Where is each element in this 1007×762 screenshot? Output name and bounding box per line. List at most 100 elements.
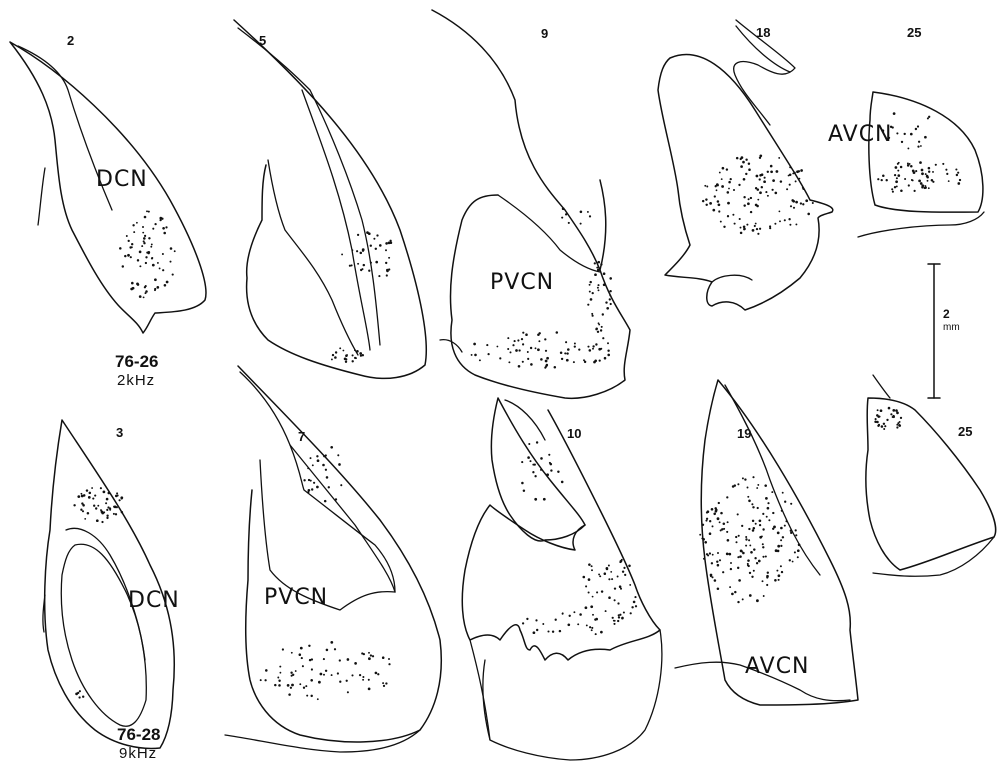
labeled-neuron-dot — [791, 199, 794, 202]
labeled-neuron-dot — [310, 695, 312, 697]
labeled-neuron-dot — [362, 676, 364, 678]
labeled-neuron-dot — [378, 275, 380, 277]
labeled-neuron-dot — [131, 243, 133, 245]
labeled-neuron-dot — [589, 281, 591, 283]
labeled-neuron-dot — [749, 572, 751, 574]
labeled-neuron-dot — [884, 425, 886, 427]
labeled-neuron-dot — [308, 489, 311, 492]
labeled-neuron-dot — [325, 454, 327, 456]
labeled-neuron-dot — [812, 202, 814, 204]
labeled-neuron-dot — [762, 556, 764, 558]
labeled-neuron-dot — [359, 674, 361, 676]
labeled-neuron-dot — [717, 200, 720, 203]
labeled-neuron-dot — [928, 187, 930, 189]
labeled-neuron-dot — [82, 510, 84, 512]
labeled-neuron-dot — [752, 506, 754, 508]
labeled-neuron-dot — [910, 165, 913, 168]
labeled-neuron-dot — [508, 361, 510, 363]
labeled-neuron-dot — [265, 669, 268, 672]
labeled-neuron-dot — [334, 648, 336, 650]
labeled-neuron-dot — [316, 486, 319, 489]
labeled-neuron-dot — [340, 484, 342, 486]
labeled-neuron-dot — [564, 352, 566, 354]
labeled-neuron-dot — [757, 507, 759, 509]
labeled-neuron-dot — [521, 482, 524, 485]
labeled-neuron-dot — [534, 475, 536, 477]
labeled-neuron-dot — [915, 128, 917, 130]
labeled-neuron-dot — [145, 290, 148, 293]
labeled-neuron-dot — [702, 538, 705, 541]
labeled-neuron-dot — [136, 222, 138, 224]
labeled-neuron-dot — [534, 498, 537, 501]
labeled-neuron-dot — [521, 461, 523, 463]
labeled-neuron-dot — [881, 179, 883, 181]
labeled-neuron-dot — [347, 658, 350, 661]
labeled-neuron-dot — [339, 681, 341, 683]
labeled-neuron-dot — [897, 170, 899, 172]
labeled-neuron-dot — [106, 517, 108, 519]
labeled-neuron-dot — [75, 693, 78, 696]
labeled-neuron-dot — [351, 249, 353, 251]
labeled-neuron-dot — [507, 348, 509, 350]
labeled-neuron-dot — [139, 251, 142, 254]
labeled-neuron-dot — [748, 539, 750, 541]
labeled-neuron-dot — [609, 290, 611, 292]
labeled-neuron-dot — [565, 213, 567, 215]
labeled-neuron-dot — [522, 343, 524, 345]
labeled-neuron-dot — [595, 618, 598, 621]
labeled-neuron-dot — [612, 617, 614, 619]
labeled-neuron-dot — [890, 413, 892, 415]
labeled-neuron-dot — [623, 611, 625, 613]
labeled-neuron-dot — [766, 577, 768, 579]
labeled-neuron-dot — [900, 417, 902, 419]
labeled-neuron-dot — [589, 349, 592, 352]
labeled-neuron-dot — [145, 262, 147, 264]
labeled-neuron-dot — [546, 357, 549, 360]
labeled-neuron-dot — [589, 626, 591, 628]
labeled-neuron-dot — [509, 351, 511, 353]
labeled-neuron-dot — [774, 579, 777, 582]
labeled-neuron-dot — [84, 518, 86, 520]
labeled-neuron-dot — [355, 357, 357, 359]
labeled-neuron-dot — [748, 163, 750, 165]
section-7-drawing: 7 PVCN — [225, 366, 441, 752]
labeled-neuron-dot — [291, 675, 293, 677]
labeled-neuron-dot — [287, 684, 290, 687]
labeled-neuron-dot — [769, 227, 771, 229]
labeled-neuron-dot — [895, 180, 898, 183]
labeled-neuron-dot — [800, 169, 803, 172]
labeled-neuron-dot — [607, 349, 609, 351]
labeled-neuron-dot — [772, 528, 774, 530]
labeled-neuron-dot — [752, 520, 754, 522]
labeled-neuron-dot — [170, 247, 173, 250]
labeled-neuron-dot — [711, 562, 713, 564]
labeled-neuron-dot — [719, 172, 721, 174]
labeled-neuron-dot — [614, 620, 616, 622]
labeled-neuron-dot — [310, 480, 312, 482]
labeled-neuron-dot — [718, 502, 720, 504]
labeled-neuron-dot — [932, 181, 934, 183]
labeled-neuron-dot — [628, 565, 631, 568]
labeled-neuron-dot — [730, 568, 732, 570]
labeled-neuron-dot — [921, 169, 924, 172]
labeled-neuron-dot — [372, 655, 374, 657]
labeled-neuron-dot — [635, 605, 637, 607]
labeled-neuron-dot — [780, 545, 782, 547]
labeled-neuron-dot — [143, 296, 145, 298]
labeled-neuron-dot — [487, 353, 489, 355]
labeled-neuron-dot — [748, 168, 751, 171]
labeled-neuron-dot — [621, 617, 624, 620]
labeled-neuron-dot — [540, 469, 542, 471]
labeled-neuron-dot — [740, 158, 742, 160]
labeled-neuron-dot — [591, 627, 593, 629]
labeled-neuron-dot — [955, 168, 957, 170]
labeled-neuron-dot — [925, 173, 927, 175]
labeled-neuron-dot — [705, 198, 707, 200]
labeled-neuron-dot — [770, 165, 773, 168]
labeled-neuron-dot — [354, 662, 357, 665]
labeled-neuron-dot — [621, 559, 623, 561]
labeled-neuron-dot — [89, 492, 92, 495]
labeled-neuron-dot — [322, 464, 325, 467]
labeled-neuron-dot — [888, 137, 890, 139]
section-3-dots-b — [75, 690, 84, 698]
